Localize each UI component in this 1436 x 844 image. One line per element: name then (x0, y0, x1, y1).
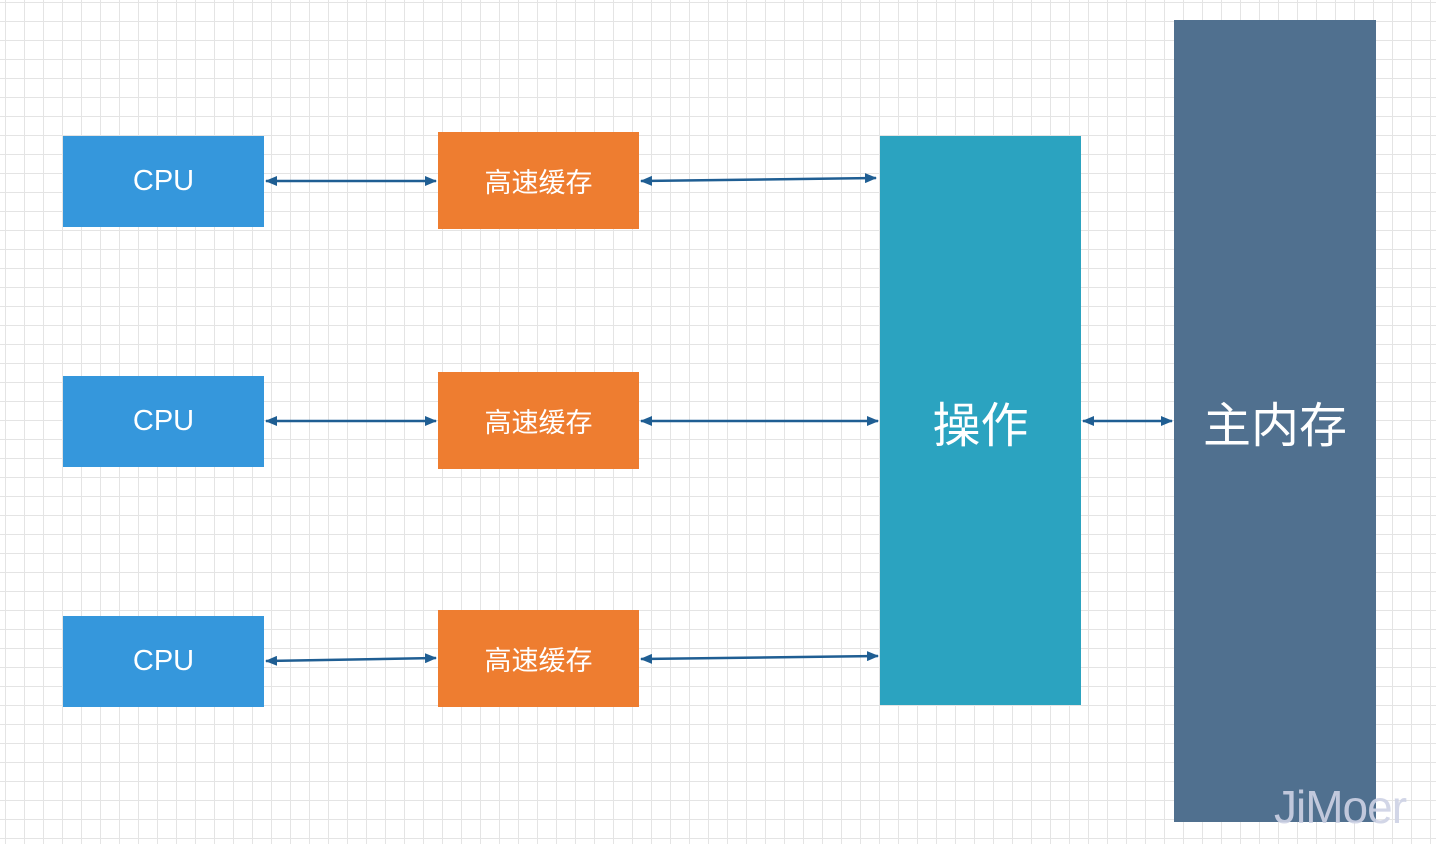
main-memory-box[interactable]: 主内存 (1174, 20, 1376, 822)
connector-cache3-operation (640, 651, 879, 664)
cpu-label-1: CPU (132, 165, 195, 197)
cache-label-1: 高速缓存 (484, 168, 593, 199)
cache-label-3: 高速缓存 (484, 646, 593, 677)
cpu-box-2[interactable]: CPU (63, 376, 264, 467)
cache-box-3[interactable]: 高速缓存 (438, 610, 639, 707)
connector-cache1-operation (640, 173, 877, 186)
connector-cpu3-cache3 (265, 653, 437, 666)
cache-label-2: 高速缓存 (484, 408, 593, 439)
cpu-box-1[interactable]: CPU (63, 136, 264, 227)
cpu-label-3: CPU (132, 645, 195, 677)
cpu-label-2: CPU (132, 405, 195, 437)
cache-box-1[interactable]: 高速缓存 (438, 132, 639, 229)
cache-box-2[interactable]: 高速缓存 (438, 372, 639, 469)
cpu-box-3[interactable]: CPU (63, 616, 264, 707)
watermark: JiMoer (1274, 781, 1407, 833)
operation-box[interactable]: 操作 (880, 136, 1081, 705)
main-memory-label: 主内存 (1202, 398, 1347, 454)
operation-label: 操作 (932, 397, 1029, 454)
